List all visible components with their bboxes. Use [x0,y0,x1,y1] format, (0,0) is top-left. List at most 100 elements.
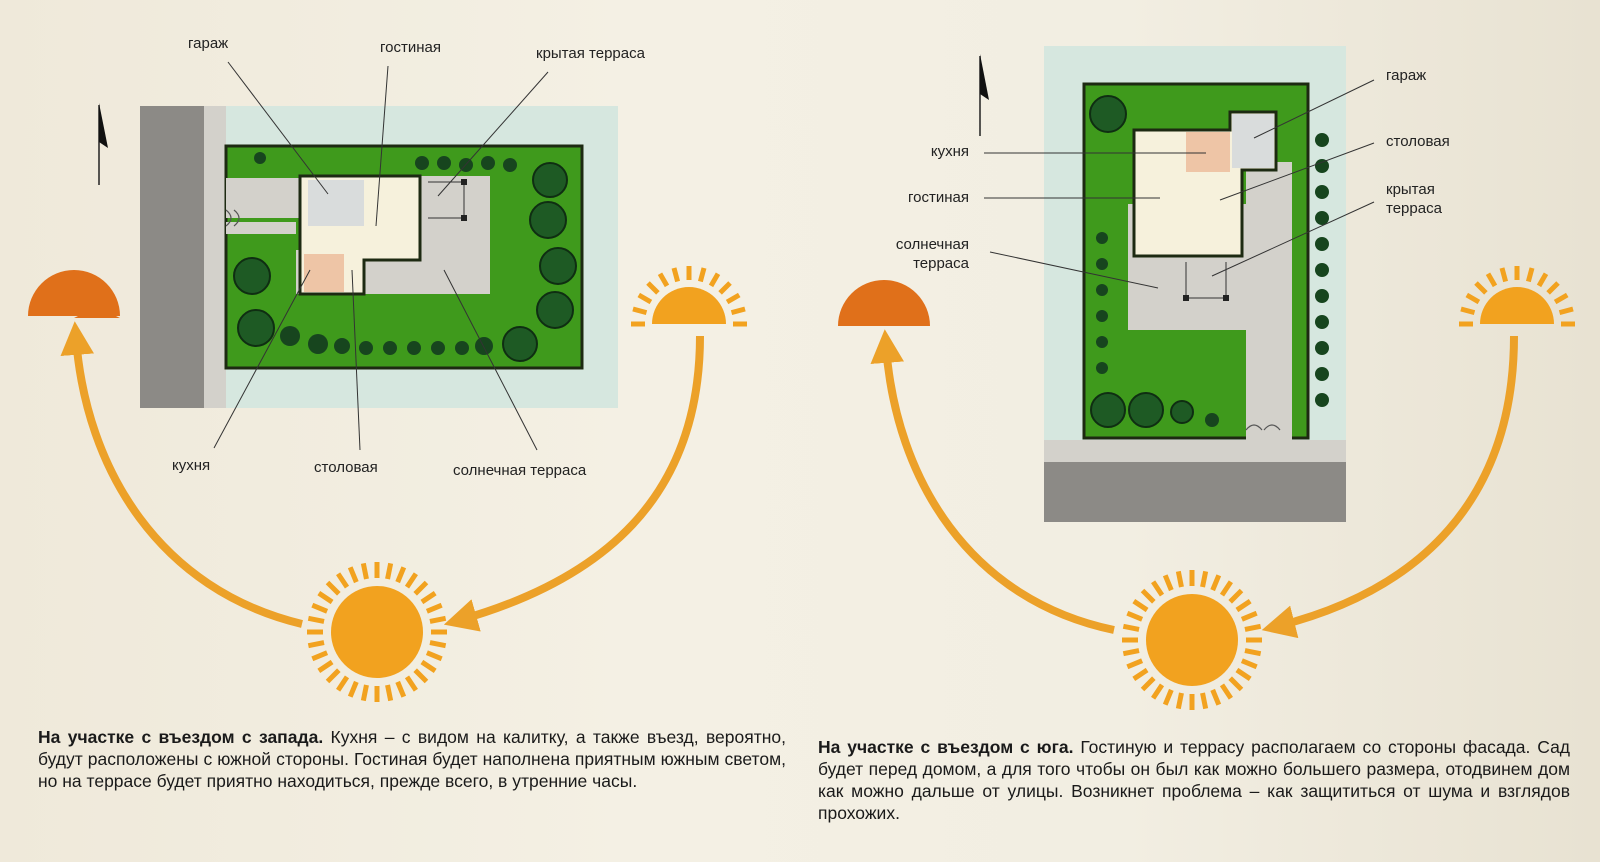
sunset-icon [838,280,930,326]
label-garage: гараж [1386,67,1426,84]
sidewalk [1044,440,1346,462]
label-living: гостиная [380,39,441,56]
sun-ray [317,659,334,673]
sun-ray [718,281,732,295]
gate [1245,424,1281,431]
sun-ray [1175,692,1184,710]
street [1044,462,1346,522]
tree-icon [233,152,577,362]
sun-ray [429,615,447,624]
north-arrow-icon [98,103,108,185]
sun-ray [347,680,359,698]
sun-ray [413,580,429,596]
label-covered-terrace-line1: крытая [1386,181,1435,198]
sun-ray [1228,588,1244,604]
kitchen-room [1186,132,1230,172]
sun-ray [1460,306,1476,316]
label-kitchen: кухня [172,457,210,474]
sun-ray [1219,580,1233,597]
sun-ray [1126,610,1144,622]
sun-ray [1244,648,1262,657]
sun-ray [708,272,721,288]
sun-ray [1200,692,1209,710]
sun-ray [1175,570,1184,588]
sun-ray [385,684,394,702]
sun-ray [1485,272,1498,288]
sun-ray [1536,272,1549,288]
caption-title: На участке с въездом с юга. [818,737,1074,757]
north-arrow-icon [979,54,989,136]
sun-ray [307,640,325,649]
sunrise-icon [1459,266,1575,327]
sun-icon [307,562,447,702]
label-covered-terrace: крытая терраса [536,45,646,62]
sun-ray [697,267,707,283]
leader-lines [213,61,549,451]
sun-ray [311,602,329,614]
sun-ray [404,572,418,589]
sun-ray [637,292,653,305]
sun-ray [360,562,369,580]
kitchen-room [304,254,344,292]
sun-ray [1151,580,1165,597]
sun-ray [336,572,350,589]
label-sunny-terrace-line2: терраса [913,255,970,272]
driveway [226,178,306,218]
sun-ray [1228,676,1244,692]
sun-ray [1210,688,1222,706]
caption-south-entry: На участке с въездом с юга. Гостиную и т… [818,736,1570,824]
sun-ray [1240,610,1258,622]
caption-west-entry: На участке с въездом с запада. Кухня – с… [38,726,786,792]
sun-ray [1558,306,1574,316]
sun-ray [425,650,443,662]
sun-ray [404,675,418,692]
garage-room [1232,114,1274,168]
sun-ray [1219,683,1233,700]
right-sun-path [838,266,1575,710]
sun-ray [325,580,341,596]
sun-ray [1162,574,1174,592]
sun-ray [395,566,407,584]
sun-ray [420,659,437,673]
sun-ray [1122,623,1140,632]
label-dining: столовая [314,459,378,476]
sun-ray [725,292,741,305]
label-dining: столовая [1386,133,1450,150]
sun-ray [1200,570,1209,588]
sun-ray [385,562,394,580]
label-garage: гараж [188,35,228,52]
sun-ray [425,602,443,614]
gate [225,209,240,227]
sun-icon [1122,570,1262,710]
sun-ray [1162,688,1174,706]
left-site-plan: гараж гостиная крытая терраса кухня стол… [98,35,646,479]
label-sunny-terrace: солнечная терраса [453,462,587,479]
label-living: гостиная [908,189,969,206]
sun-ray [671,267,681,283]
sun-ray [311,650,329,662]
sun-ray [1525,267,1535,283]
sun-ray [307,615,325,624]
sun-ray [1140,588,1156,604]
sun-ray [360,684,369,702]
sun-ray [730,306,746,316]
sun-ray [325,668,341,684]
sun-ray [347,566,359,584]
sun-ray [429,640,447,649]
sun-ray [646,281,660,295]
sun-ray [336,675,350,692]
sun-ray [413,668,429,684]
sun-ray [1132,667,1149,681]
sun-ray [420,591,437,605]
sun-ray [1244,623,1262,632]
sun-ray [1140,676,1156,692]
leader-lines [984,79,1375,289]
sun-ray [1122,648,1140,657]
sun-ray [632,306,648,316]
sun-ray [1546,281,1560,295]
left-sun-path [28,266,747,702]
street [140,106,204,408]
sun-ray [1210,574,1222,592]
